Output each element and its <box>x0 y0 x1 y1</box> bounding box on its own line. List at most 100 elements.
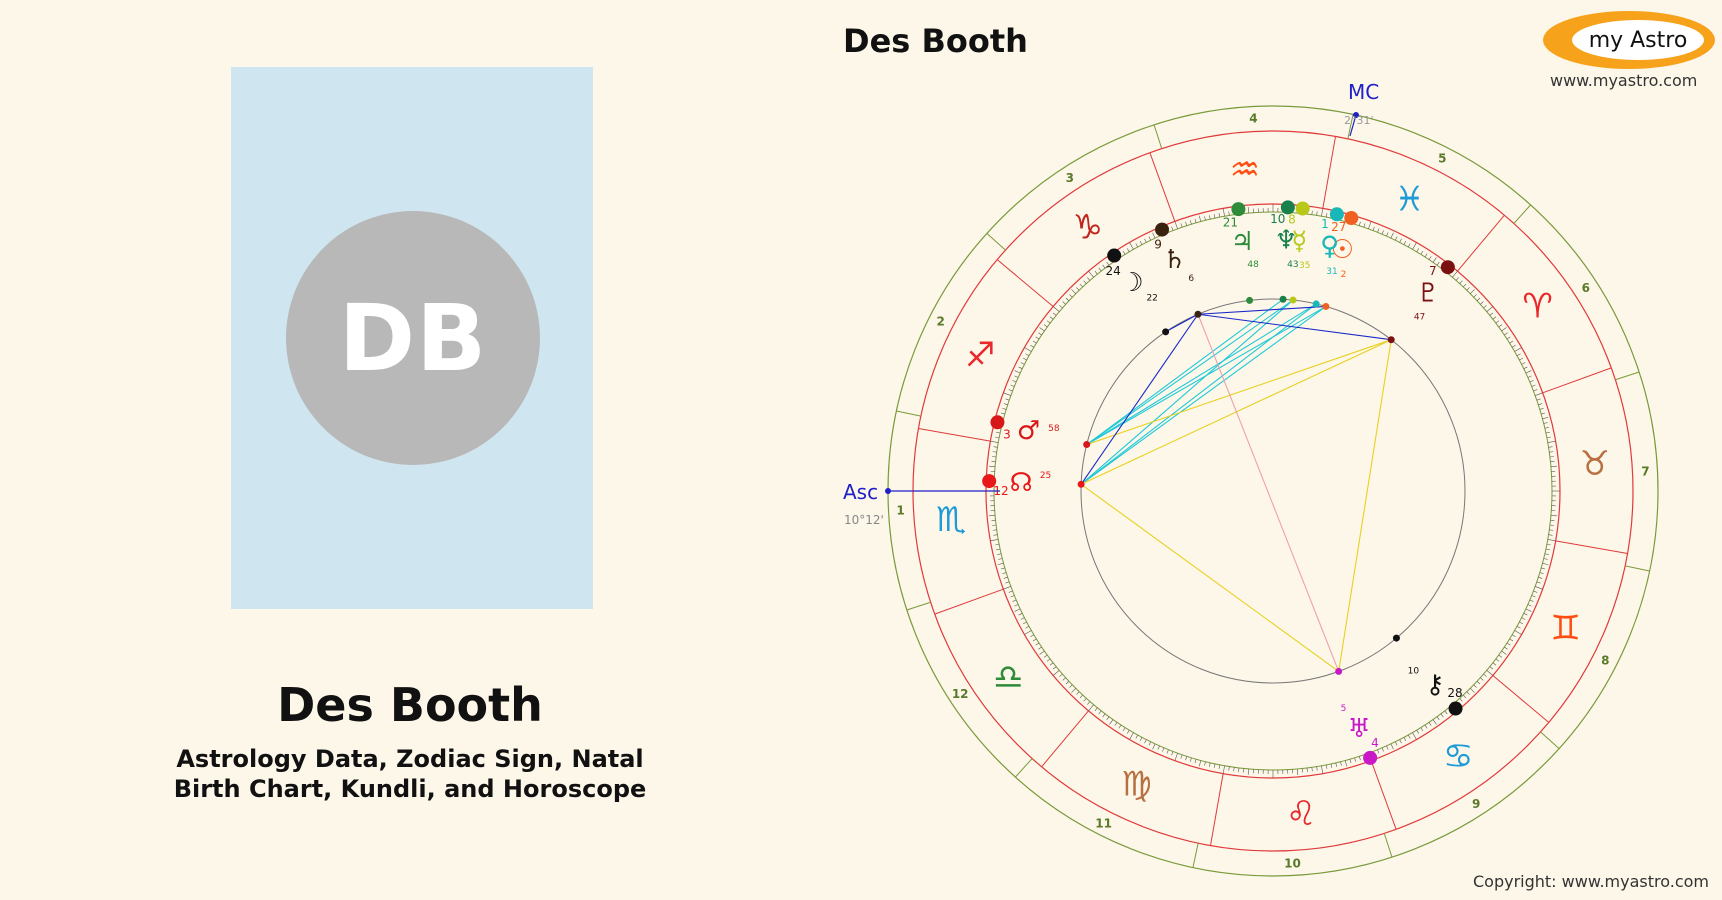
degree-tick <box>1139 737 1143 742</box>
degree-tick <box>1407 734 1411 739</box>
degree-tick <box>1390 743 1394 750</box>
neptune-dot <box>1280 200 1295 215</box>
degree-tick <box>1020 362 1025 365</box>
sun-degree: 27 <box>1331 220 1346 234</box>
degree-tick <box>1152 743 1156 750</box>
degree-tick <box>1008 389 1013 392</box>
venus-degree: 1 <box>1321 217 1329 231</box>
moon-minute: 22 <box>1146 294 1157 304</box>
degree-tick <box>1416 248 1420 253</box>
degree-tick <box>1525 370 1532 374</box>
degree-tick <box>1069 294 1073 298</box>
degree-tick <box>1546 543 1551 546</box>
pluto-aspect-point <box>1387 336 1395 344</box>
degree-tick <box>1463 283 1467 288</box>
degree-tick <box>1349 759 1352 764</box>
taurus-sign-icon: ♉ <box>1580 444 1610 484</box>
degree-tick <box>1144 238 1147 243</box>
degree-tick <box>1024 630 1032 635</box>
degree-tick <box>1005 398 1010 401</box>
degree-tick <box>1076 691 1080 695</box>
house-divider <box>1347 114 1354 139</box>
sun-dot <box>1344 211 1359 226</box>
degree-tick <box>1476 297 1481 301</box>
degree-tick <box>1038 646 1042 650</box>
degree-tick <box>993 446 998 448</box>
degree-tick <box>1407 243 1411 248</box>
degree-tick <box>1550 465 1557 467</box>
degree-tick <box>1148 236 1151 241</box>
profile-photo-frame: DB <box>231 67 593 609</box>
degree-tick <box>1065 681 1070 685</box>
degree-tick <box>1354 757 1357 762</box>
site-url[interactable]: www.myastro.com <box>1550 71 1698 90</box>
degree-tick <box>1527 375 1532 378</box>
degree-tick <box>1363 223 1366 228</box>
pluto-icon: ♇ <box>1416 278 1439 308</box>
degree-tick <box>1420 727 1424 732</box>
mars-aspect-point <box>1083 441 1091 449</box>
degree-tick <box>1039 650 1045 655</box>
myastro-logo[interactable]: my Astro <box>1543 11 1715 69</box>
degree-tick <box>1516 625 1521 629</box>
degree-tick <box>1213 763 1216 768</box>
chiron-aspect-point <box>1392 634 1400 642</box>
house-dividers <box>896 114 1650 868</box>
aspect-line <box>1338 339 1392 672</box>
degree-tick <box>1403 240 1407 245</box>
degree-tick <box>998 558 1003 560</box>
profile-panel: DB Des Booth Astrology Data, Zodiac Sign… <box>0 0 820 900</box>
degree-tick <box>1039 327 1045 332</box>
north-node-icon: ☊ <box>1010 468 1033 498</box>
degree-tick <box>1003 392 1011 396</box>
degree-tick <box>1198 215 1202 222</box>
moon-icon: ☽ <box>1120 268 1143 298</box>
degree-tick <box>1325 213 1328 218</box>
degree-tick <box>1436 261 1440 266</box>
degree-tick <box>1395 741 1398 746</box>
degree-tick <box>1480 301 1484 305</box>
mc-degree: 2°31' <box>1344 114 1374 127</box>
capricorn-sign-icon: ♑ <box>1072 207 1102 247</box>
degree-tick <box>1014 608 1021 612</box>
degree-tick <box>1463 694 1467 699</box>
sign-divider <box>934 588 1004 615</box>
degree-tick <box>1046 320 1051 324</box>
degree-tick <box>1049 316 1054 320</box>
mercury-minute: 35 <box>1299 261 1310 271</box>
degree-tick <box>1403 737 1407 742</box>
degree-tick <box>1079 283 1083 288</box>
house-number: 11 <box>1095 816 1112 830</box>
degree-tick <box>1428 722 1432 726</box>
degree-tick <box>1444 710 1448 715</box>
degree-tick <box>1541 412 1546 415</box>
degree-tick <box>1152 232 1156 239</box>
degree-tick <box>1102 713 1106 718</box>
libra-sign-icon: ♎ <box>993 657 1023 697</box>
saturn-icon: ♄ <box>1163 245 1186 275</box>
degree-tick <box>1062 677 1066 681</box>
house-number: 1 <box>896 504 904 518</box>
degree-tick <box>1316 211 1318 216</box>
house-number: 8 <box>1601 653 1609 667</box>
degree-tick <box>1194 759 1197 764</box>
pluto-minute: 47 <box>1414 312 1425 322</box>
ascendant-marker: Asc 10°12' <box>843 480 1000 527</box>
degree-tick <box>1000 412 1005 415</box>
north-node-aspect-point <box>1077 480 1085 488</box>
house-divider <box>906 601 931 611</box>
degree-tick <box>1002 407 1007 410</box>
house-divider <box>1153 124 1163 149</box>
aquarius-sign-icon: ♒ <box>1230 150 1260 190</box>
degree-tick <box>1218 213 1221 218</box>
aspect-line <box>1080 313 1199 485</box>
degree-tick <box>1129 242 1134 250</box>
jupiter-dot <box>1231 202 1246 217</box>
degree-tick <box>993 534 998 536</box>
aries-sign-icon: ♈ <box>1522 287 1552 327</box>
degree-tick <box>1126 248 1130 253</box>
degree-tick <box>1459 280 1463 284</box>
degree-tick <box>1321 208 1324 217</box>
degree-tick <box>1139 240 1143 245</box>
house-number: 10 <box>1284 856 1301 870</box>
